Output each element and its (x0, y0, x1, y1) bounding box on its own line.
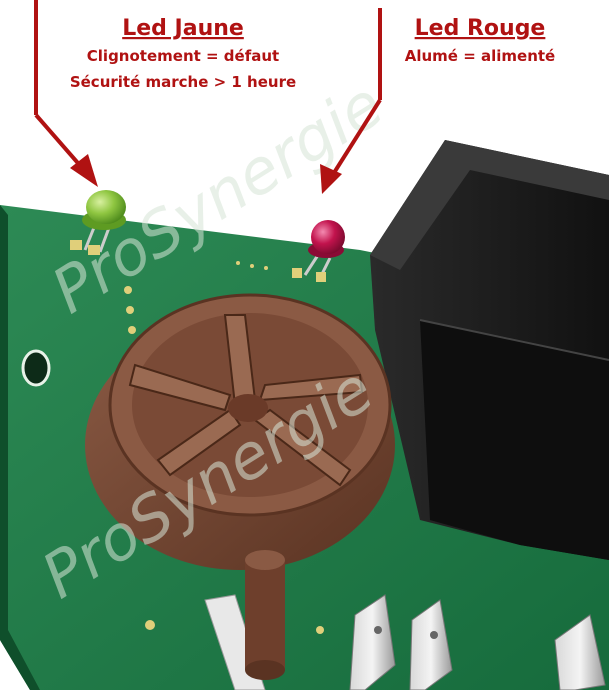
arrow-yellow (34, 0, 98, 187)
led-yellow (70, 190, 126, 255)
terminals (349, 594, 606, 690)
yellow-led-line2: Sécurité marche > 1 heure (70, 73, 296, 91)
relay (370, 140, 609, 560)
pcb-edge (0, 205, 40, 690)
solder-pads (124, 261, 324, 634)
annotation-red: Led Rouge Alumé = alimenté (405, 16, 555, 65)
red-led-line1: Alumé = alimenté (405, 47, 555, 65)
arrow-red (320, 8, 382, 194)
yellow-led-title: Led Jaune (122, 16, 244, 41)
yellow-led-line1: Clignotement = défaut (87, 47, 279, 65)
mounting-hole (21, 349, 51, 387)
annotation-yellow: Led Jaune Clignotement = défaut Sécurité… (70, 16, 296, 91)
potentiometer-knob (85, 293, 395, 680)
led-red (292, 220, 345, 282)
red-led-title: Led Rouge (415, 16, 546, 41)
